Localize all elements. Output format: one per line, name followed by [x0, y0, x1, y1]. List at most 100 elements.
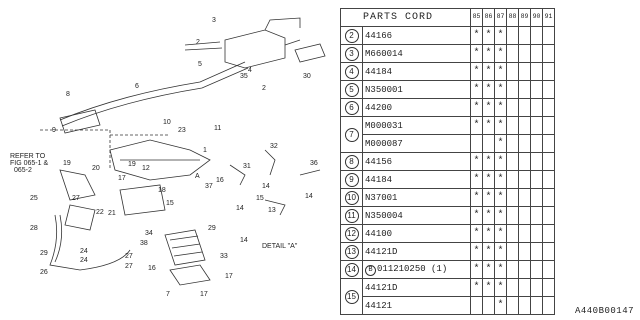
year-mark-cell [542, 134, 555, 153]
year-mark-cell: * [494, 134, 507, 153]
year-mark-cell [506, 44, 519, 63]
year-mark-cell [506, 206, 519, 225]
svg-text:14: 14 [236, 205, 244, 212]
svg-text:A: A [195, 173, 200, 180]
svg-text:6: 6 [135, 83, 139, 90]
year-mark-cell: * [482, 98, 495, 117]
table-row: M000087* [341, 134, 555, 153]
ref-number-cell: 4 [339, 62, 364, 81]
year-mark-cell: * [470, 188, 483, 207]
svg-text:12: 12 [142, 165, 150, 172]
year-mark-cell: * [470, 152, 483, 171]
part-number-cell: 44121 [362, 296, 471, 315]
year-mark-cell [518, 260, 531, 279]
ref-number-cell: 10 [339, 188, 364, 207]
year-mark-cell: * [494, 224, 507, 243]
bolt-marker: B [365, 264, 377, 276]
part-number: 44166 [365, 30, 393, 41]
year-mark-cell: * [470, 26, 483, 45]
ref-number-cell: 5 [339, 80, 364, 99]
lower-pipe-shape [49, 214, 131, 271]
svg-text:14: 14 [262, 183, 270, 190]
year-mark-cell [542, 62, 555, 81]
part-number: 44184 [365, 174, 393, 185]
part-number-cell: 44166 [362, 26, 471, 45]
year-mark-cell: * [482, 26, 495, 45]
svg-text:27: 27 [125, 253, 133, 260]
svg-text:32: 32 [270, 143, 278, 150]
year-mark-cell: * [470, 260, 483, 279]
part-number-cell: M660014 [362, 44, 471, 63]
part-number: 44121D [365, 282, 398, 293]
svg-text:16: 16 [148, 265, 156, 272]
svg-text:23: 23 [178, 127, 186, 134]
ref-number: 3 [344, 46, 359, 61]
year-mark-cell: * [494, 242, 507, 261]
year-mark-cell [506, 98, 519, 117]
part-number: 44121D [365, 246, 398, 257]
year-mark-cell: * [494, 26, 507, 45]
svg-text:25: 25 [30, 195, 38, 202]
year-mark-cell [506, 26, 519, 45]
part-number: 44156 [365, 156, 393, 167]
part-number-cell: 44200 [362, 98, 471, 117]
ref-number-cell: 3 [339, 44, 364, 63]
year-mark-cell: * [482, 206, 495, 225]
ref-number-cell: 11 [339, 206, 364, 225]
year-mark-cell [506, 188, 519, 207]
svg-text:24: 24 [80, 257, 88, 264]
svg-text:REFER TO: REFER TO [10, 153, 46, 160]
ref-number: 7 [344, 127, 359, 142]
year-mark-cell: * [482, 242, 495, 261]
year-mark-cell [482, 296, 495, 315]
year-header: 90 [530, 8, 543, 27]
year-mark-cell: * [494, 44, 507, 63]
part-number-cell: 44121D [362, 242, 471, 261]
year-mark-cell [506, 170, 519, 189]
svg-text:26: 26 [40, 269, 48, 276]
table-row: 44121* [341, 296, 555, 315]
svg-text:24: 24 [80, 248, 88, 255]
year-mark-cell [530, 98, 543, 117]
year-mark-cell: * [494, 80, 507, 99]
year-mark-cell [518, 224, 531, 243]
ref-number-cell: 14 [339, 260, 364, 279]
part-number-cell: 44100 [362, 224, 471, 243]
year-mark-cell [530, 242, 543, 261]
year-mark-cell: * [482, 152, 495, 171]
svg-text:20: 20 [92, 165, 100, 172]
ref-number-cell: 15 [339, 278, 364, 315]
svg-text:DETAIL "A": DETAIL "A" [262, 243, 298, 250]
year-mark-cell: * [470, 44, 483, 63]
svg-text:14: 14 [305, 193, 313, 200]
year-mark-cell: * [470, 224, 483, 243]
svg-text:15: 15 [166, 200, 174, 207]
year-mark-cell [518, 98, 531, 117]
part-number: M660014 [365, 48, 403, 59]
year-mark-cell: * [482, 188, 495, 207]
part-number: N350004 [365, 210, 403, 221]
year-mark-cell: * [494, 62, 507, 81]
svg-text:35: 35 [240, 73, 248, 80]
svg-text:3: 3 [212, 17, 216, 24]
ref-number-cell: 8 [339, 152, 364, 171]
svg-text:21: 21 [108, 210, 116, 217]
year-mark-cell: * [494, 188, 507, 207]
svg-text:30: 30 [303, 73, 311, 80]
svg-text:29: 29 [208, 225, 216, 232]
year-mark-cell: * [470, 98, 483, 117]
year-header: 89 [518, 8, 531, 27]
svg-text:11: 11 [214, 125, 221, 132]
part-number-cell: 44121D [362, 278, 471, 297]
year-mark-cell [542, 260, 555, 279]
year-mark-cell [542, 152, 555, 171]
year-mark-cell [530, 80, 543, 99]
year-mark-cell [530, 62, 543, 81]
ref-number: 11 [344, 208, 359, 223]
